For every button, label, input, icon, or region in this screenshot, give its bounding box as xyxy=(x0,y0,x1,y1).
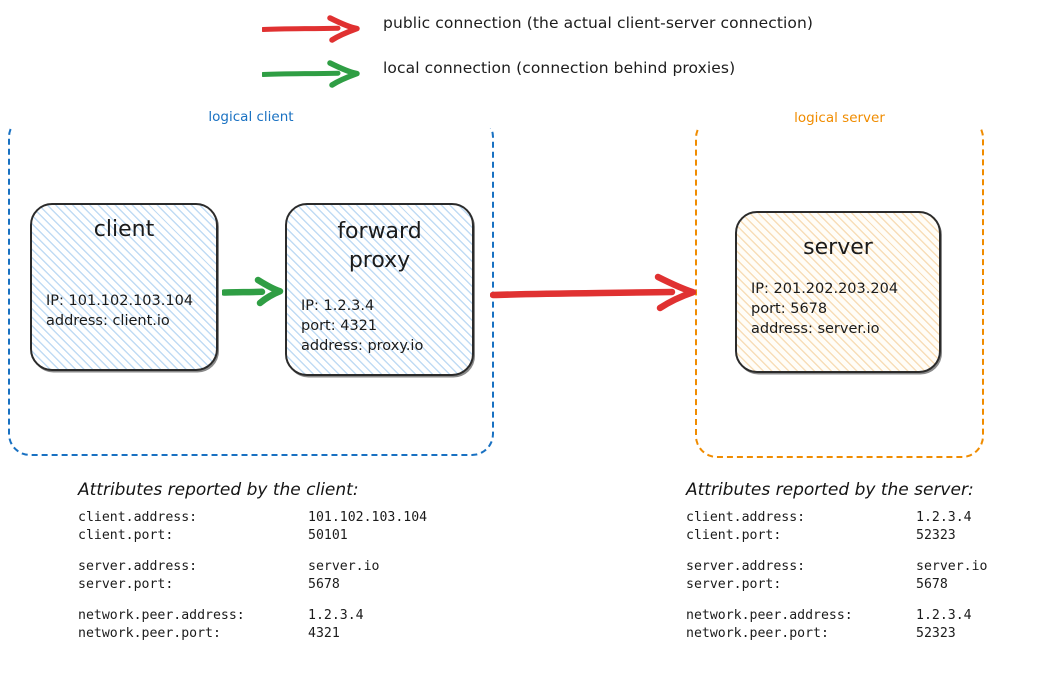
attr-key: network.peer.address: xyxy=(78,608,245,623)
node-server-attrs: IP: 201.202.203.204 port: 5678 address: … xyxy=(751,279,925,339)
attr-key: client.address: xyxy=(78,510,198,525)
attr-value: 1.2.3.4 xyxy=(916,608,972,623)
attr-key: server.port: xyxy=(78,576,174,592)
table-row: client.port: 52323 xyxy=(686,527,987,545)
attributes-server-table: client.address: 1.2.3.4 client.port: 523… xyxy=(686,509,987,642)
legend-label-local-connection: local connection (connection behind prox… xyxy=(383,59,736,77)
attr-value: 5678 xyxy=(308,576,340,592)
node-forward-proxy-attr-line: port: 4321 xyxy=(301,318,378,334)
node-client[interactable]: client IP: 101.102.103.104 address: clie… xyxy=(30,203,218,371)
legend: public connection (the actual client-ser… xyxy=(0,0,1039,100)
attributes-client-table: client.address: 101.102.103.104 client.p… xyxy=(78,509,427,642)
attributes-reported-by-client: Attributes reported by the client: clien… xyxy=(78,480,427,642)
attr-key: client.address: xyxy=(686,510,806,525)
node-server-attr-line: IP: 201.202.203.204 xyxy=(751,281,899,297)
table-row-spacer xyxy=(78,593,427,607)
table-row-spacer xyxy=(686,593,987,607)
attr-value: server.io xyxy=(308,559,380,574)
attr-value: 5678 xyxy=(916,576,948,592)
table-row: client.port: 50101 xyxy=(78,527,427,545)
table-row: network.peer.address: 1.2.3.4 xyxy=(686,607,987,625)
logical-server-group: logical server xyxy=(695,107,984,458)
attr-value: 4321 xyxy=(308,625,340,641)
table-row: network.peer.port: 4321 xyxy=(78,625,427,643)
node-server[interactable]: server IP: 201.202.203.204 port: 5678 ad… xyxy=(735,211,941,373)
table-row: client.address: 1.2.3.4 xyxy=(686,509,987,527)
table-row: network.peer.port: 52323 xyxy=(686,625,987,643)
attributes-server-heading: Attributes reported by the server: xyxy=(686,480,974,500)
attr-value: 1.2.3.4 xyxy=(916,510,972,525)
node-client-title: client xyxy=(93,217,155,242)
attributes-client-heading: Attributes reported by the client: xyxy=(78,480,359,500)
arrow-public-client-to-server xyxy=(489,268,700,322)
attr-value: server.io xyxy=(916,559,988,574)
attr-value: 1.2.3.4 xyxy=(308,608,364,623)
node-server-title: server xyxy=(803,235,873,260)
table-row: network.peer.address: 1.2.3.4 xyxy=(78,607,427,625)
green-arrow-right-icon xyxy=(260,59,362,93)
logical-client-label: logical client xyxy=(10,106,492,128)
node-client-attr-line: IP: 101.102.103.104 xyxy=(46,293,194,309)
node-forward-proxy-attr-line: IP: 1.2.3.4 xyxy=(301,298,375,314)
table-row: client.address: 101.102.103.104 xyxy=(78,509,427,527)
arrow-local-client-to-proxy xyxy=(220,272,286,316)
attr-key: server.address: xyxy=(686,559,806,574)
node-forward-proxy[interactable]: forward proxy IP: 1.2.3.4 port: 4321 add… xyxy=(285,203,474,376)
table-row: server.address: server.io xyxy=(78,558,427,576)
logical-client-group: logical client xyxy=(8,106,494,456)
attr-key: network.peer.port: xyxy=(78,625,221,641)
table-row: server.port: 5678 xyxy=(78,576,427,594)
attr-key: network.peer.address: xyxy=(686,608,853,623)
attr-key: client.port: xyxy=(686,527,782,543)
attr-value: 50101 xyxy=(308,527,348,543)
table-row: server.port: 5678 xyxy=(686,576,987,594)
node-forward-proxy-attr-line: address: proxy.io xyxy=(301,338,424,354)
node-client-attrs: IP: 101.102.103.104 address: client.io xyxy=(46,291,202,331)
table-row-spacer xyxy=(686,544,987,558)
attr-key: client.port: xyxy=(78,527,174,543)
attr-value: 52323 xyxy=(916,527,956,543)
attributes-reported-by-server: Attributes reported by the server: clien… xyxy=(686,480,987,642)
table-row-spacer xyxy=(78,544,427,558)
attr-key: server.port: xyxy=(686,576,782,592)
node-forward-proxy-attrs: IP: 1.2.3.4 port: 4321 address: proxy.io xyxy=(301,296,458,356)
node-server-attr-line: port: 5678 xyxy=(751,301,828,317)
node-server-attr-line: address: server.io xyxy=(751,321,880,337)
red-arrow-right-icon xyxy=(260,14,362,48)
table-row: server.address: server.io xyxy=(686,558,987,576)
attr-key: server.address: xyxy=(78,559,198,574)
node-forward-proxy-title: forward proxy xyxy=(337,219,422,273)
attr-value: 101.102.103.104 xyxy=(308,510,428,525)
node-client-attr-line: address: client.io xyxy=(46,313,170,329)
logical-server-label: logical server xyxy=(697,107,982,129)
attr-value: 52323 xyxy=(916,625,956,641)
legend-label-public-connection: public connection (the actual client-ser… xyxy=(383,14,814,32)
attr-key: network.peer.port: xyxy=(686,625,829,641)
